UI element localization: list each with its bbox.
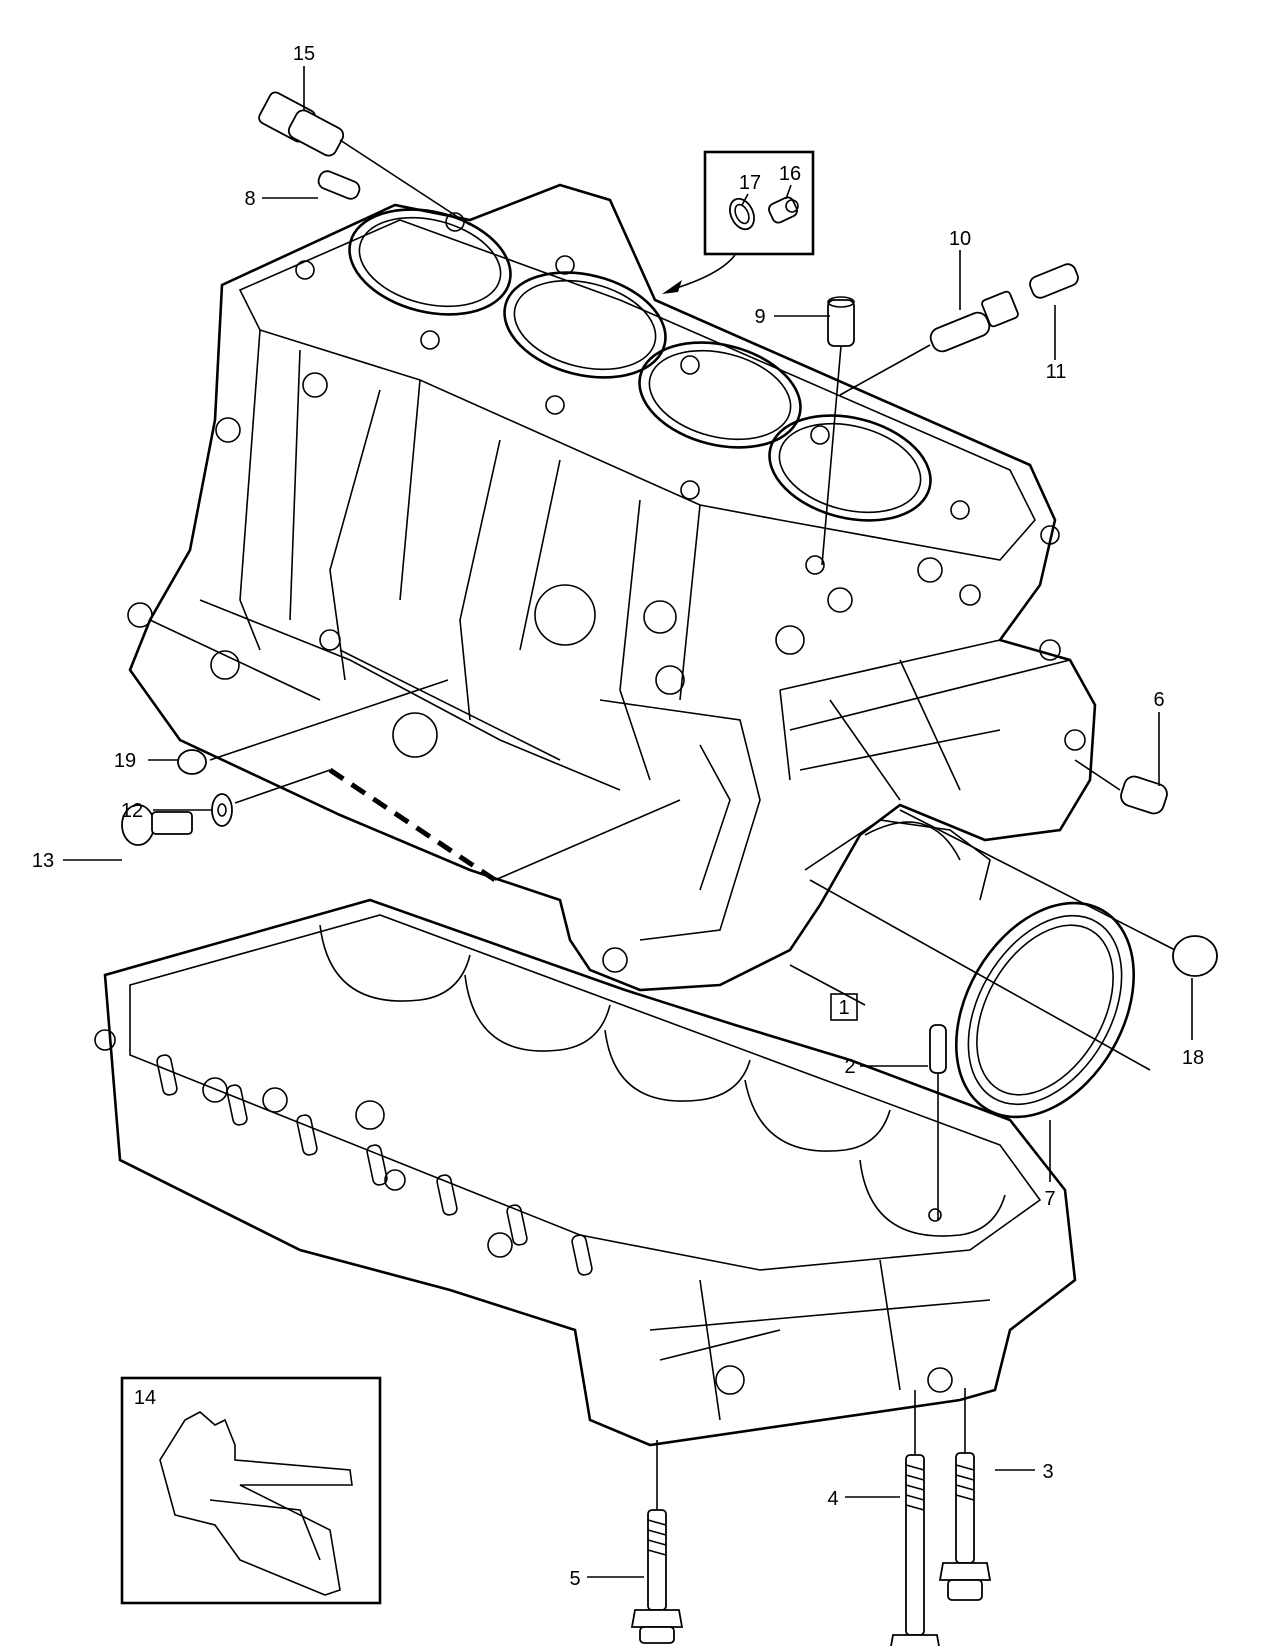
part-3-bolt (938, 1388, 992, 1601)
callout-9: 9 (754, 306, 765, 328)
part-8-dowel (317, 170, 361, 200)
cylinder-bore-1 (348, 208, 512, 316)
part-5-bolt (630, 1440, 684, 1644)
callout-14: 14 (134, 1387, 156, 1409)
callout-3: 3 (1042, 1461, 1053, 1483)
water-pump-boss (534, 584, 596, 646)
callout-4: 4 (827, 1488, 838, 1510)
inset-box-16-17 (662, 150, 815, 294)
callout-19: 19 (114, 750, 136, 772)
leader-lines (63, 66, 1193, 1578)
part-9-sleeve (821, 296, 855, 566)
callout-16: 16 (779, 163, 801, 185)
callout-8: 8 (244, 188, 255, 210)
part-6-dowel (1074, 759, 1168, 815)
part-4-bolt (889, 1390, 941, 1651)
callout-1: 1 (838, 997, 849, 1019)
cylinder-bore-3 (638, 341, 802, 449)
cylinder-bore-2 (503, 271, 667, 379)
part-15-bolt (258, 91, 471, 226)
callout-labels: 1 2 3 4 5 6 7 8 9 10 11 12 13 14 15 16 1… (32, 43, 1204, 1590)
callout-18: 18 (1182, 1047, 1204, 1069)
part-18-plug (899, 809, 1218, 977)
part-19-plug (177, 679, 449, 775)
part-2-dowel (929, 1024, 947, 1220)
part-7-seal (809, 879, 1151, 1119)
part-12-washer (211, 767, 681, 883)
cylinder-bore-4 (768, 414, 932, 522)
cylinder-block-upper (127, 183, 1097, 992)
callout-17: 17 (739, 172, 761, 194)
callout-6: 6 (1153, 689, 1164, 711)
callout-12: 12 (121, 800, 143, 822)
part-10-11-sensor (839, 263, 1079, 396)
bedplate-lower-crankcase (94, 898, 1077, 1447)
callout-10: 10 (949, 228, 971, 250)
callout-1-box (830, 993, 858, 1021)
part-13-bolt (121, 804, 193, 846)
callout-13: 13 (32, 850, 54, 872)
inset-box-14 (120, 1376, 382, 1605)
callout-5: 5 (569, 1568, 580, 1590)
callout-2: 2 (844, 1056, 855, 1078)
callout-7: 7 (1044, 1188, 1055, 1210)
callout-15: 15 (293, 43, 315, 65)
callout-11: 11 (1046, 361, 1067, 383)
